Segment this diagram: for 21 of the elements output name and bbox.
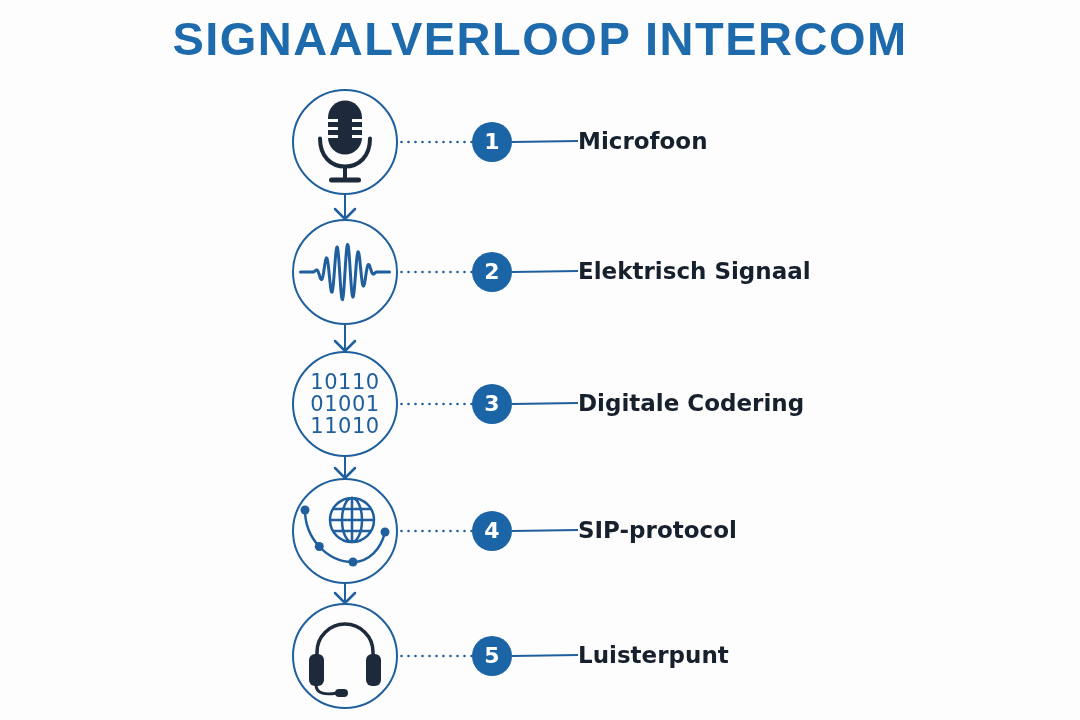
connector-line	[511, 140, 579, 143]
step-label: Elektrisch Signaal	[578, 255, 811, 287]
number-badge: 5	[472, 636, 512, 676]
number-badge: 1	[472, 122, 512, 162]
step-label: Luisterpunt	[578, 639, 729, 671]
connector-line	[511, 402, 579, 405]
step-label: Microfoon	[578, 125, 708, 157]
step-label: SIP-protocol	[578, 514, 737, 546]
connector-line	[511, 270, 579, 273]
arrow	[333, 324, 357, 353]
arrow	[333, 456, 357, 480]
step-label: Digitale Codering	[578, 387, 805, 419]
diagram-title: SIGNAALVERLOOP INTERCOM	[172, 13, 908, 65]
number-badge: 4	[472, 511, 512, 551]
number-badge: 2	[472, 252, 512, 292]
arrow	[333, 194, 357, 221]
arrow	[333, 583, 357, 605]
binary-digits: 10110 01001 11010	[309, 371, 381, 437]
number-badge: 3	[472, 384, 512, 424]
connector-line	[511, 654, 579, 657]
connector-line	[511, 529, 579, 532]
